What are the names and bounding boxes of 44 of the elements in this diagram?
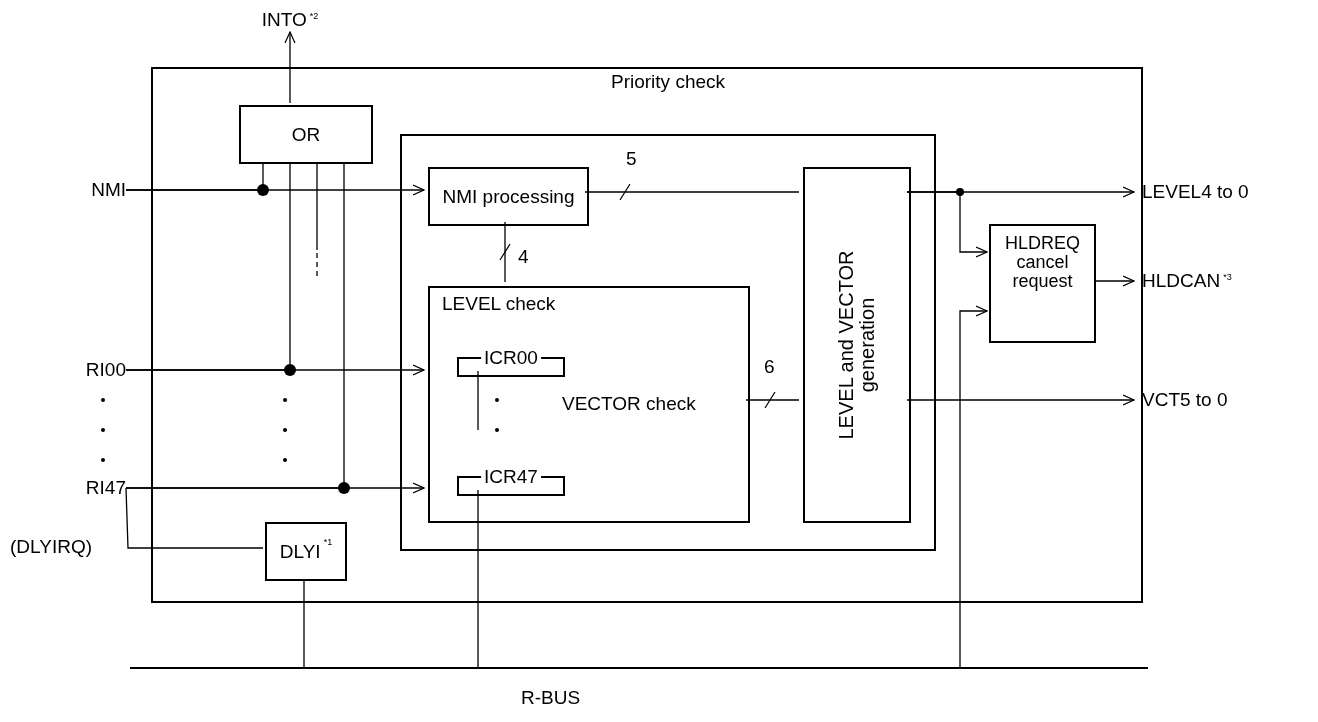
arrow xyxy=(284,31,296,104)
connector-line xyxy=(584,191,800,193)
bus-label: R-BUS xyxy=(521,687,581,709)
signal-label: VCT5 to 0 xyxy=(1134,388,1284,412)
block-label: OR xyxy=(291,124,321,145)
connector-line xyxy=(504,221,506,283)
bus-width-label: 6 xyxy=(764,356,775,378)
connector-line xyxy=(125,161,264,191)
block-diagram-frame xyxy=(151,67,1143,603)
bus-width-label: 4 xyxy=(518,246,529,268)
signal-label: (DLYIRQ) xyxy=(10,536,92,558)
signal-label: LEVEL4 to 0 xyxy=(1134,180,1298,204)
block-label: NMI processing xyxy=(441,186,576,207)
connector-line xyxy=(316,161,318,251)
connector-line xyxy=(477,370,479,431)
process-block xyxy=(428,167,589,226)
bus-width-label: 5 xyxy=(626,148,637,170)
connector-line xyxy=(125,161,345,489)
bus-line xyxy=(130,667,1148,669)
connector-line xyxy=(303,578,305,668)
signal-label: RI47 xyxy=(62,476,126,500)
block-label: Priority check xyxy=(610,72,726,92)
arrow xyxy=(906,394,1135,406)
generator-block xyxy=(803,167,911,523)
process-block xyxy=(265,522,347,581)
arrow xyxy=(959,305,988,668)
block-label: LEVEL check xyxy=(442,294,556,314)
process-block xyxy=(989,224,1096,343)
arrow xyxy=(1093,275,1135,287)
block-label: HLDREQ cancel request xyxy=(1004,234,1081,291)
connector-line xyxy=(745,399,800,401)
connector-line xyxy=(125,487,264,549)
connector-line xyxy=(477,489,479,668)
signal-label: RI00 xyxy=(62,358,126,382)
signal-label: HLDCAN$^{*3}$ xyxy=(1134,269,1264,293)
connector-line xyxy=(125,161,291,371)
signal-label: INTO$^{*2}$ xyxy=(247,8,333,32)
signal-label: NMI xyxy=(70,178,126,202)
block-label: DLYI$^{*1}$ xyxy=(279,541,333,562)
block-label: VECTOR check xyxy=(562,394,696,414)
logic-block xyxy=(239,105,373,164)
block-label: LEVEL and VECTOR generation xyxy=(836,249,878,442)
arrow xyxy=(906,191,988,258)
check-block xyxy=(428,286,750,523)
